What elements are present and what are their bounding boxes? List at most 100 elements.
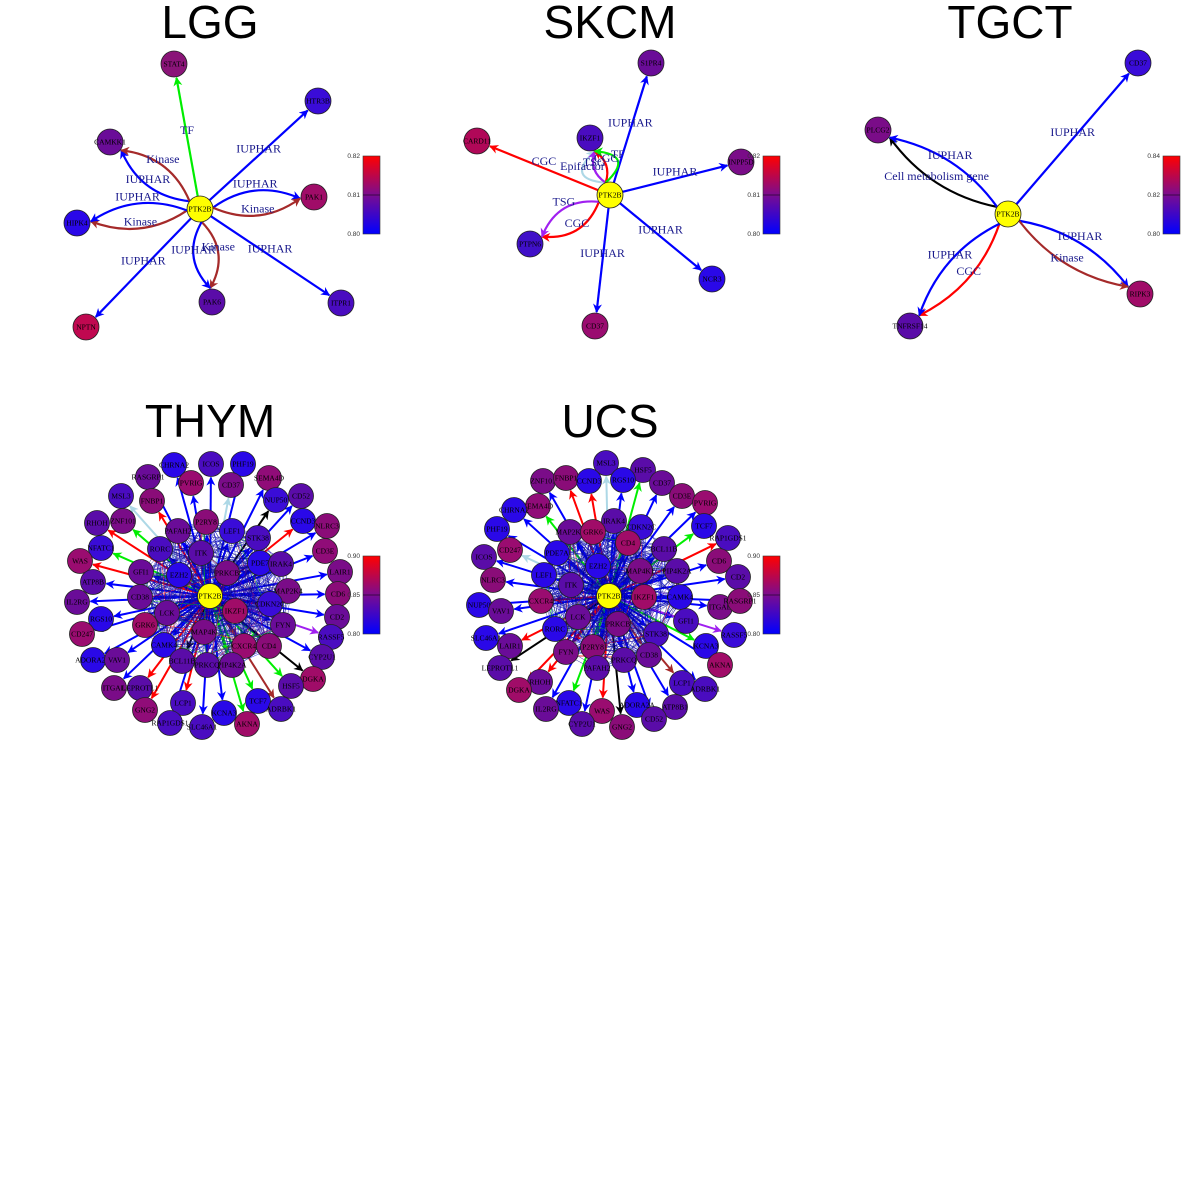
node-bcl11b[interactable]: BCL11B (651, 536, 678, 562)
node-kcna3[interactable]: KCNA3 (693, 633, 719, 659)
node-nup50[interactable]: NUP50 (263, 487, 289, 513)
node-circle[interactable] (63, 209, 91, 237)
node-circle[interactable] (84, 510, 110, 536)
node-circle[interactable] (132, 697, 158, 723)
node-circle[interactable] (169, 648, 195, 674)
node-circle[interactable] (673, 608, 699, 634)
node-circle[interactable] (257, 591, 283, 617)
node-rap1gds1[interactable]: RAP1GDS1 (151, 710, 189, 736)
node-cd37[interactable]: CD37 (1124, 49, 1152, 77)
node-circle[interactable] (667, 584, 693, 610)
node-circle[interactable] (161, 452, 187, 478)
node-rap1gds1[interactable]: RAP1GDS1 (709, 525, 747, 551)
node-circle[interactable] (219, 652, 245, 678)
node-circle[interactable] (222, 598, 248, 624)
node-circle[interactable] (605, 611, 631, 637)
node-circle[interactable] (178, 470, 204, 496)
node-s1pr4[interactable]: S1PR4 (637, 49, 665, 77)
node-cxcr4[interactable]: CXCR4 (231, 633, 257, 659)
node-circle[interactable] (234, 711, 260, 737)
node-circle[interactable] (580, 519, 606, 545)
node-cd2[interactable]: CD2 (725, 564, 751, 590)
node-irak4[interactable]: IRAK4 (601, 508, 627, 534)
node-circle[interactable] (88, 606, 114, 632)
node-circle[interactable] (649, 470, 675, 496)
node-circle[interactable] (497, 633, 523, 659)
node-dgka[interactable]: DGKA (300, 666, 326, 692)
node-prkcb[interactable]: PRKCB (214, 560, 240, 586)
node-il2rg[interactable]: IL2RG (533, 696, 559, 722)
node-kcna3[interactable]: KCNA3 (211, 700, 237, 726)
node-leprotl1[interactable]: LEPROTL1 (482, 655, 519, 681)
center-node-circle[interactable] (994, 200, 1022, 228)
node-center-ptk2b[interactable]: PTK2B (186, 195, 214, 223)
node-irak4[interactable]: IRAK4 (268, 551, 294, 577)
node-nfatc1[interactable]: NFATC1 (556, 690, 583, 716)
node-fyn[interactable]: FYN (553, 639, 579, 665)
node-circle[interactable] (1126, 280, 1154, 308)
node-akna[interactable]: AKNA (234, 711, 260, 737)
node-pvrig[interactable]: PVRIG (178, 470, 204, 496)
node-cd52[interactable]: CD52 (288, 483, 314, 509)
node-circle[interactable] (576, 468, 602, 494)
node-prkcq[interactable]: PRKCQ (194, 652, 220, 678)
node-circle[interactable] (544, 540, 570, 566)
node-adrbk1[interactable]: ADRBK1 (266, 696, 296, 722)
node-map4k[interactable]: MAP4K (191, 619, 217, 645)
node-map2k4[interactable]: MAP2K4 (273, 578, 303, 604)
node-gng2[interactable]: GNG2 (132, 697, 158, 723)
node-ikzf1[interactable]: IKZF1 (631, 584, 657, 610)
node-card11[interactable]: CARD11 (463, 127, 491, 155)
node-circle[interactable] (139, 488, 165, 514)
node-ezh2[interactable]: EZH2 (585, 553, 611, 579)
node-circle[interactable] (327, 289, 355, 317)
node-circle[interactable] (312, 538, 338, 564)
node-circle[interactable] (531, 562, 557, 588)
node-circle[interactable] (166, 562, 192, 588)
node-rasgrp1[interactable]: RASGRP1 (724, 588, 757, 614)
node-circle[interactable] (101, 675, 127, 701)
node-plcg2[interactable]: PLCG2 (864, 116, 892, 144)
node-leprotl1[interactable]: LEPROTL1 (122, 675, 159, 701)
node-ncr3[interactable]: NCR3 (698, 265, 726, 293)
node-circle[interactable] (69, 621, 95, 647)
node-circle[interactable] (88, 535, 114, 561)
node-circle[interactable] (188, 540, 214, 566)
node-grk6[interactable]: GRK6 (580, 519, 606, 545)
node-sema4d[interactable]: SEMA4D (523, 493, 554, 519)
node-circle[interactable] (609, 714, 635, 740)
node-cd4[interactable]: CD4 (256, 633, 282, 659)
node-nlrc3[interactable]: NLRC3 (314, 513, 340, 539)
node-rhoh[interactable]: RHOH (84, 510, 110, 536)
node-circle[interactable] (528, 588, 554, 614)
node-circle[interactable] (147, 536, 173, 562)
center-node-circle[interactable] (596, 583, 622, 609)
center-node-circle[interactable] (186, 195, 214, 223)
node-circle[interactable] (542, 616, 568, 642)
node-ripk3[interactable]: RIPK3 (1126, 280, 1154, 308)
node-rgs10[interactable]: RGS10 (610, 467, 636, 493)
node-vav1[interactable]: VAV1 (488, 598, 514, 624)
node-circle[interactable] (488, 598, 514, 624)
node-camk4[interactable]: CAMK4 (667, 584, 694, 610)
node-circle[interactable] (727, 148, 755, 176)
node-grk6[interactable]: GRK6 (132, 612, 158, 638)
node-circle[interactable] (463, 127, 491, 155)
node-lck[interactable]: LCK (154, 600, 180, 626)
node-circle[interactable] (565, 604, 591, 630)
node-circle[interactable] (484, 516, 510, 542)
node-htr3b[interactable]: HTR3B (304, 87, 332, 115)
node-circle[interactable] (198, 288, 226, 316)
node-cxcr4[interactable]: CXCR4 (528, 588, 554, 614)
node-cd247[interactable]: CD247 (497, 537, 523, 563)
node-chrna2[interactable]: CHRNA2 (499, 497, 529, 523)
node-circle[interactable] (698, 265, 726, 293)
node-tcf7[interactable]: TCF7 (691, 513, 717, 539)
node-pak6[interactable]: PAK6 (198, 288, 226, 316)
node-gng2[interactable]: GNG2 (609, 714, 635, 740)
node-circle[interactable] (300, 183, 328, 211)
node-tcf7[interactable]: TCF7 (245, 688, 271, 714)
node-circle[interactable] (72, 313, 100, 341)
node-circle[interactable] (693, 633, 719, 659)
node-p2ry8[interactable]: P2RY8 (193, 509, 219, 535)
